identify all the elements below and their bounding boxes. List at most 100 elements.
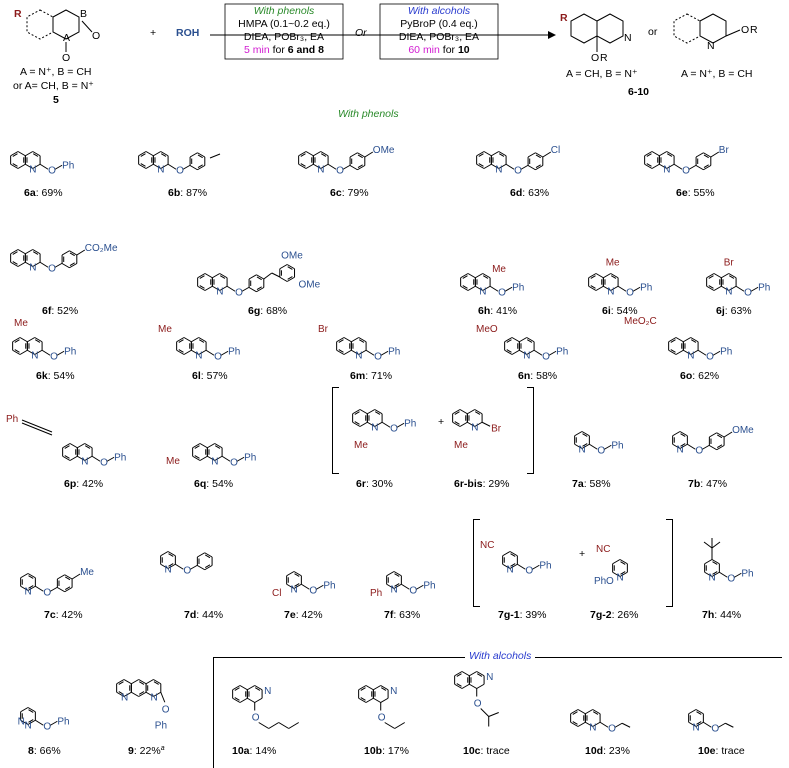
ring-bond: [212, 285, 220, 291]
6r-ph: Ph: [404, 418, 416, 429]
6g-o: O: [235, 287, 243, 298]
double-bond: [168, 563, 174, 567]
double-bond: [357, 164, 363, 169]
double-bond: [118, 681, 124, 685]
ring-bond: [358, 685, 367, 691]
double-bond: [572, 711, 578, 715]
label-6b: 6b: 87%: [168, 187, 208, 199]
ring-bond: [374, 409, 383, 415]
double-bond: [358, 339, 365, 343]
chain: [258, 722, 269, 729]
double-bond: [506, 349, 512, 353]
chain: [725, 722, 734, 728]
label-6m: 6m: 71%: [350, 370, 393, 382]
methyl-bond: [209, 153, 221, 159]
ring-bond: [197, 552, 205, 558]
ring-bond: [666, 163, 675, 169]
ring-bond: [373, 685, 381, 691]
6m-br: Br: [318, 324, 329, 335]
6d-o: O: [514, 165, 522, 176]
reactant-o2-label: O: [62, 52, 71, 64]
ring-bond: [695, 165, 704, 171]
ring-bond: [116, 691, 125, 697]
6o-n: N: [687, 351, 694, 362]
label-7e: 7e: 42%: [284, 609, 323, 621]
label-7a: 7a: 58%: [572, 478, 611, 490]
6l-me: Me: [158, 324, 172, 335]
ring-bond: [232, 685, 241, 691]
ring-bond: [504, 349, 513, 355]
section-header-phenols: With phenols: [338, 108, 399, 120]
ring-bond: [706, 285, 715, 291]
7g-1-ph: Ph: [539, 560, 551, 571]
double-bond: [153, 681, 159, 685]
ring-bond: [20, 707, 29, 713]
double-bond: [680, 433, 686, 437]
ring-bond: [343, 337, 352, 343]
ring-bond: [380, 685, 389, 691]
chain: [278, 722, 289, 729]
6c-sub: OMe: [373, 145, 395, 156]
ring-bond: [358, 349, 367, 355]
double-bond: [256, 286, 262, 291]
6r-me: Me: [354, 440, 368, 451]
double-bond: [118, 691, 124, 695]
c-o-bond: [505, 163, 515, 170]
ring-bond: [25, 249, 33, 255]
double-bond: [360, 697, 366, 701]
ring-bond: [17, 261, 26, 267]
ring-bond: [527, 165, 536, 171]
label-6p: 6p: 42%: [64, 478, 104, 490]
ring-bond: [191, 337, 199, 343]
product-n-label: N: [624, 32, 632, 44]
6k-n: N: [31, 351, 38, 362]
double-bond: [728, 275, 735, 279]
double-bond: [592, 711, 599, 715]
6r-bis-me: Me: [454, 440, 468, 451]
ring-bond: [651, 151, 660, 157]
ring-bond: [380, 697, 389, 703]
ring-bond: [298, 151, 307, 157]
ring-bond: [502, 551, 511, 557]
ring-bond: [183, 349, 192, 355]
ring-bond: [716, 432, 725, 438]
6h-ph: Ph: [512, 282, 524, 293]
ring-bond: [10, 249, 19, 255]
label-7g-2: 7g-2: 26%: [590, 609, 639, 621]
ring-bond: [204, 552, 213, 558]
double-bond: [14, 339, 20, 343]
double-bond: [168, 553, 174, 557]
ring-bond: [666, 151, 675, 157]
6m-ph: Ph: [388, 346, 400, 357]
double-bond: [178, 339, 184, 343]
ring-bond: [713, 273, 722, 279]
ring-bond: [728, 285, 737, 291]
ring-bond: [204, 285, 213, 291]
double-bond: [666, 153, 673, 157]
ring-bond: [25, 261, 33, 267]
double-bond: [287, 266, 293, 270]
double-bond: [354, 421, 360, 425]
ring-bond: [313, 151, 321, 157]
ring-bond: [474, 409, 483, 415]
double-bond: [204, 554, 211, 559]
o-ph-bond: [712, 350, 721, 356]
ring-bond: [32, 249, 41, 255]
double-bond: [394, 583, 400, 587]
plus-sign: +: [150, 27, 157, 39]
ring-bond: [336, 337, 345, 343]
double-bond: [64, 445, 70, 449]
6h-n: N: [479, 287, 486, 298]
double-bond: [199, 275, 205, 279]
ring-bond: [526, 337, 535, 343]
ring-bond: [145, 679, 154, 685]
ring-bond: [709, 432, 717, 438]
double-bond: [254, 687, 261, 691]
6j-br: Br: [724, 258, 735, 269]
label-6r: 6r: 30%: [356, 478, 393, 490]
6r-bis-br: Br: [491, 423, 502, 434]
ring-bond: [298, 163, 307, 169]
vinyl-bond: [271, 272, 281, 278]
ring-bond: [69, 250, 78, 256]
double-bond: [287, 276, 293, 280]
